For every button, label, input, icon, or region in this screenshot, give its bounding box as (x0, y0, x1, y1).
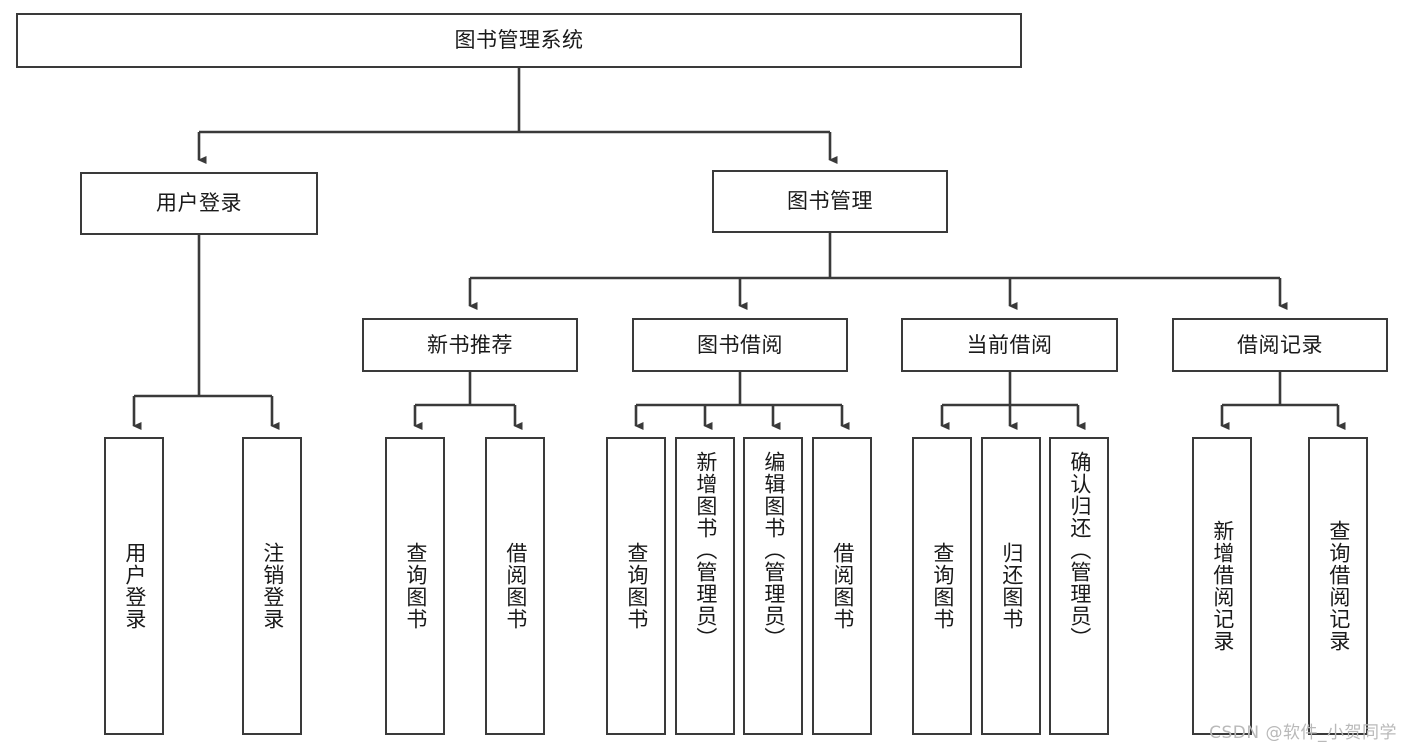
leaf-logout-label: 注销登录 (260, 542, 285, 630)
node-book-management[interactable]: 图书管理 (712, 170, 948, 233)
leaf-return-book-label: 归还图书 (999, 542, 1024, 630)
node-borrow-record[interactable]: 借阅记录 (1172, 318, 1388, 372)
node-root[interactable]: 图书管理系统 (16, 13, 1022, 68)
leaf-query-book-current-label: 查询图书 (930, 542, 955, 630)
leaf-query-book[interactable]: 查询图书 (606, 437, 666, 735)
leaf-query-book-current[interactable]: 查询图书 (912, 437, 972, 735)
leaf-add-book-admin-label: 新增图书（管理员） (693, 451, 718, 649)
watermark: CSDN @软件_小贺同学 (1209, 723, 1397, 743)
node-book-borrow-label: 图书借阅 (697, 332, 783, 357)
leaf-borrow-book-label: 借阅图书 (830, 542, 855, 630)
leaf-edit-book-admin-label: 编辑图书（管理员） (761, 451, 786, 649)
leaf-confirm-return-admin-label: 确认归还（管理员） (1067, 451, 1092, 649)
node-current-borrow-label: 当前借阅 (966, 332, 1053, 357)
leaf-confirm-return-admin[interactable]: 确认归还（管理员） (1049, 437, 1109, 735)
node-root-label: 图书管理系统 (454, 28, 584, 53)
leaf-add-borrow-record[interactable]: 新增借阅记录 (1192, 437, 1252, 735)
leaf-borrow-book[interactable]: 借阅图书 (812, 437, 872, 735)
leaf-query-book-label: 查询图书 (624, 542, 649, 630)
leaf-logout[interactable]: 注销登录 (242, 437, 302, 735)
node-book-borrow[interactable]: 图书借阅 (632, 318, 848, 372)
node-book-management-label: 图书管理 (787, 189, 873, 214)
node-new-book-recommend-label: 新书推荐 (427, 332, 513, 357)
leaf-user-login[interactable]: 用户登录 (104, 437, 164, 735)
leaf-query-borrow-record-label: 查询借阅记录 (1326, 520, 1351, 652)
node-current-borrow[interactable]: 当前借阅 (901, 318, 1118, 372)
node-user-login-label: 用户登录 (156, 191, 242, 216)
node-new-book-recommend[interactable]: 新书推荐 (362, 318, 578, 372)
leaf-user-login-label: 用户登录 (122, 542, 147, 630)
leaf-query-book-recommend-label: 查询图书 (403, 542, 428, 630)
leaf-query-book-recommend[interactable]: 查询图书 (385, 437, 445, 735)
leaf-add-book-admin[interactable]: 新增图书（管理员） (675, 437, 735, 735)
node-user-login[interactable]: 用户登录 (80, 172, 318, 235)
leaf-borrow-book-recommend[interactable]: 借阅图书 (485, 437, 545, 735)
leaf-return-book[interactable]: 归还图书 (981, 437, 1041, 735)
leaf-add-borrow-record-label: 新增借阅记录 (1210, 520, 1235, 652)
leaf-borrow-book-recommend-label: 借阅图书 (503, 542, 528, 630)
node-borrow-record-label: 借阅记录 (1237, 332, 1323, 357)
leaf-edit-book-admin[interactable]: 编辑图书（管理员） (743, 437, 803, 735)
leaf-query-borrow-record[interactable]: 查询借阅记录 (1308, 437, 1368, 735)
